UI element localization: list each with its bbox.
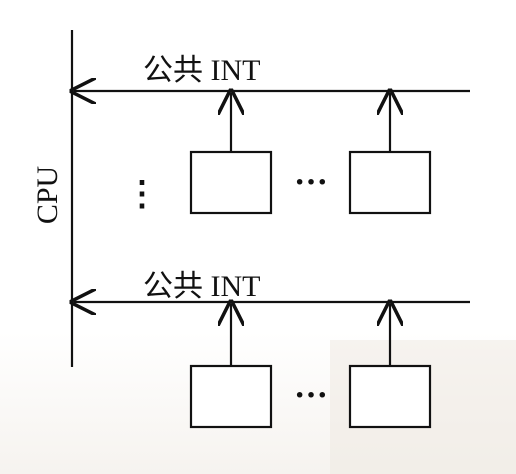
device-box-top-right xyxy=(348,150,432,215)
device-box-top-left xyxy=(189,150,273,215)
top-int-label: 公共 INT xyxy=(143,54,260,87)
top-horizontal-ellipsis: ··· xyxy=(294,164,328,201)
vertical-ellipsis: ⋮ xyxy=(125,176,159,213)
bottom-horizontal-ellipsis: ··· xyxy=(294,377,328,414)
bottom-int-label: 公共 INT xyxy=(143,270,260,303)
cpu-label: CPU xyxy=(31,165,64,224)
device-box-bottom-left xyxy=(189,364,273,429)
device-box-bottom-right xyxy=(348,364,432,429)
